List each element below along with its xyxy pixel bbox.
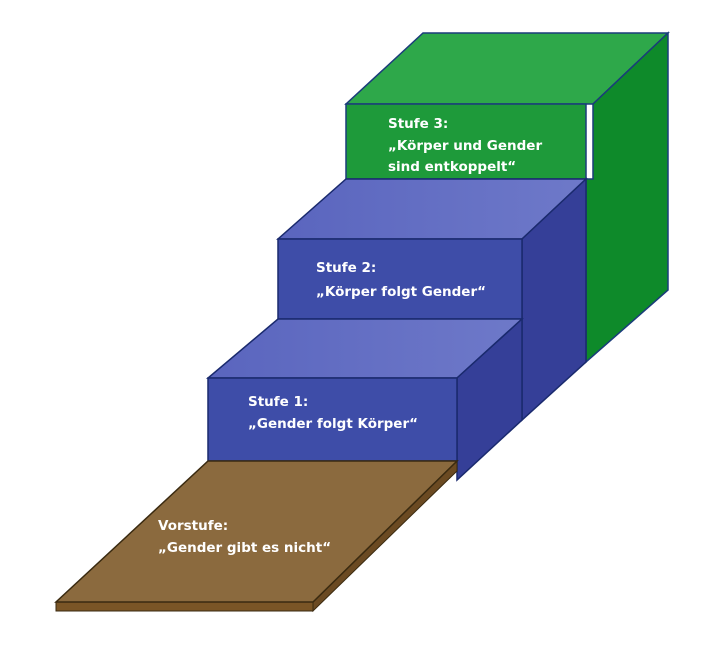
step-2-block	[276, 177, 588, 422]
step-2-front-face	[277, 238, 523, 320]
step-1-block	[205, 317, 524, 482]
step-3-front-face	[345, 103, 587, 180]
step-1-label: Stufe 1: „Gender folgt Körper“	[248, 394, 418, 432]
vorstufe-slab	[54, 459, 459, 613]
vorstufe-edge-front	[55, 601, 314, 612]
vorstufe-label: Vorstufe: „Gender gibt es nicht“	[158, 518, 331, 556]
step-1-front-face	[207, 377, 458, 462]
vorstufe-top-face	[54, 460, 459, 603]
step-3-label: Stufe 3: „Körper und Gender sind entkopp…	[388, 116, 547, 175]
step-2-label: Stufe 2: „Körper folgt Gender“	[316, 260, 486, 300]
step-3-block	[344, 31, 670, 364]
